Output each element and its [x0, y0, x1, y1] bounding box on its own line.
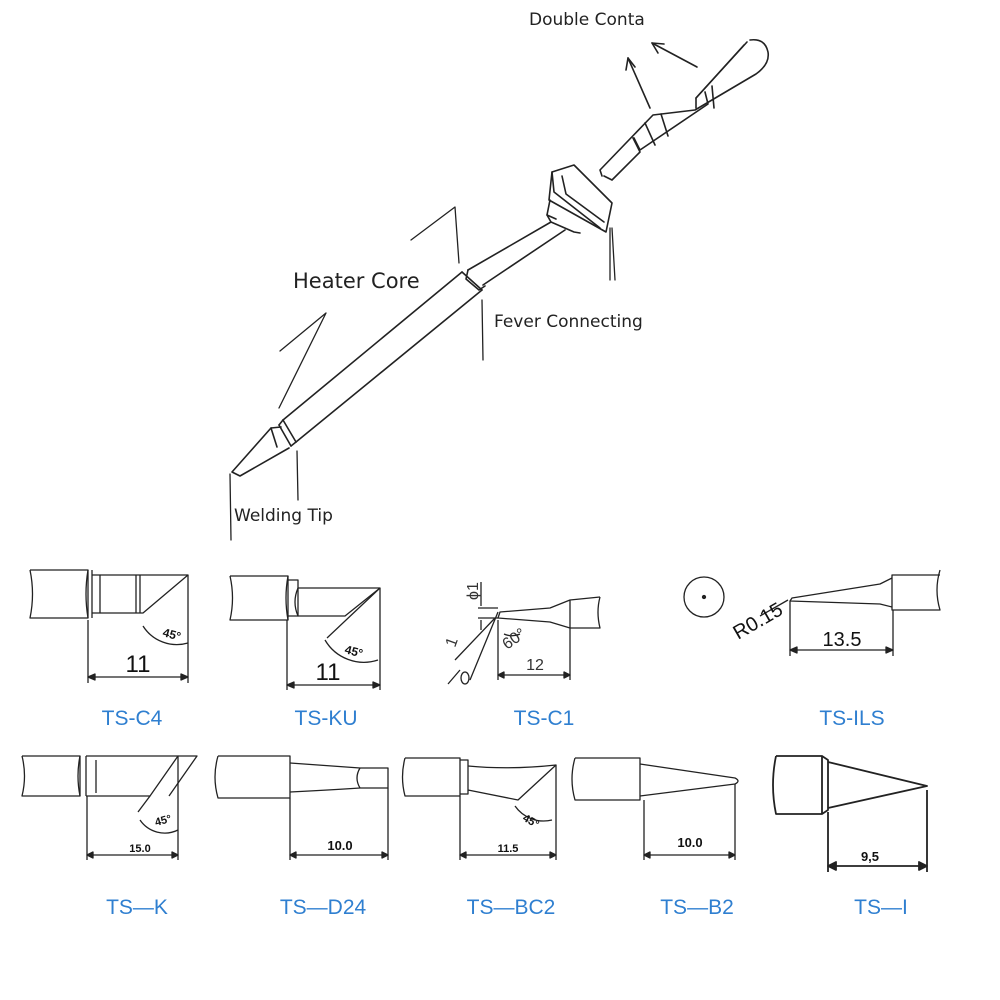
- tip-ts-ils-dimension: 13.5: [823, 629, 862, 651]
- tip-ts-ku-angle: 45°: [343, 642, 364, 660]
- heater-core-label: Heater Core: [293, 269, 420, 293]
- tip-ts-ku-name: TS-KU: [294, 707, 358, 730]
- tip-ts-c1-dimension: 12: [526, 657, 544, 674]
- tip-ts-c1-diameter: ϕ1: [465, 582, 482, 600]
- tip-ts-b2-drawing: [571, 757, 739, 860]
- tip-ts-k-angle: 45°: [154, 813, 173, 829]
- tip-ts-bc2-dimension: 11.5: [498, 843, 519, 855]
- tip-drawings-row-2: [21, 755, 928, 872]
- tip-ts-i-dimension: 9,5: [861, 849, 879, 864]
- tip-ts-ku-dimension: 11: [316, 659, 341, 686]
- tip-ts-c4-name: TS-C4: [101, 707, 163, 730]
- tip-ts-b2-name: TS—B2: [660, 896, 734, 919]
- tip-ts-bc2-angle: 45°: [521, 812, 541, 831]
- tip-ts-i-name: TS—I: [854, 896, 908, 919]
- double-contact-label: Double Conta: [529, 10, 645, 30]
- collar: [546, 164, 613, 234]
- tip-ts-ku-drawing: [229, 575, 381, 690]
- tip-ts-c4-angle: 45°: [161, 625, 182, 643]
- tip-dimensions-row-2: 15.0 45° 10.0 11.5 45° 10.0 9,5: [129, 812, 879, 864]
- tip-ts-c1-drawing: [447, 582, 601, 685]
- fever-connecting-label: Fever Connecting: [494, 312, 643, 332]
- welding-tip: [231, 426, 290, 477]
- tip-ts-ils-name: TS-ILS: [819, 707, 885, 730]
- tip-ts-b2-dimension: 10.0: [677, 835, 702, 850]
- bracket-lines: [229, 206, 616, 541]
- tip-ts-ils-radius: R0.15: [730, 599, 787, 645]
- tip-ts-c1-angle: 60°: [500, 625, 530, 653]
- tip-ts-ils-drawing: [683, 569, 941, 656]
- heater-core-body: [278, 271, 483, 447]
- double-contact-arrows: [625, 42, 698, 109]
- soldering-tip-overview-drawing: [229, 38, 770, 541]
- tip-drawings-row-1: [29, 569, 941, 690]
- tip-ts-k-drawing: [21, 755, 198, 860]
- tip-ts-k-dimension: 15.0: [129, 843, 150, 855]
- tip-ts-c1-flat: 1: [443, 635, 462, 649]
- tip-ts-d24-drawing: [214, 755, 389, 860]
- tip-ts-c4-drawing: [29, 569, 189, 683]
- tip-dimensions-row-1: 11 45° 11 45° 12 60° ϕ1 1 13.5 R0.15: [126, 582, 862, 686]
- tip-ts-i-drawing: [772, 755, 928, 872]
- tip-ts-k-name: TS—K: [106, 896, 168, 919]
- connector-shaft: [599, 38, 770, 181]
- welding-tip-label: Welding Tip: [234, 506, 333, 526]
- tip-ts-d24-name: TS—D24: [279, 896, 367, 919]
- tip-ts-c4-dimension: 11: [126, 651, 151, 678]
- tip-ts-bc2-drawing: [401, 757, 557, 860]
- tip-ts-bc2-name: TS—BC2: [466, 896, 556, 919]
- neck: [465, 221, 566, 291]
- tip-ts-d24-dimension: 10.0: [327, 838, 352, 853]
- tip-ts-c1-name: TS-C1: [513, 707, 575, 730]
